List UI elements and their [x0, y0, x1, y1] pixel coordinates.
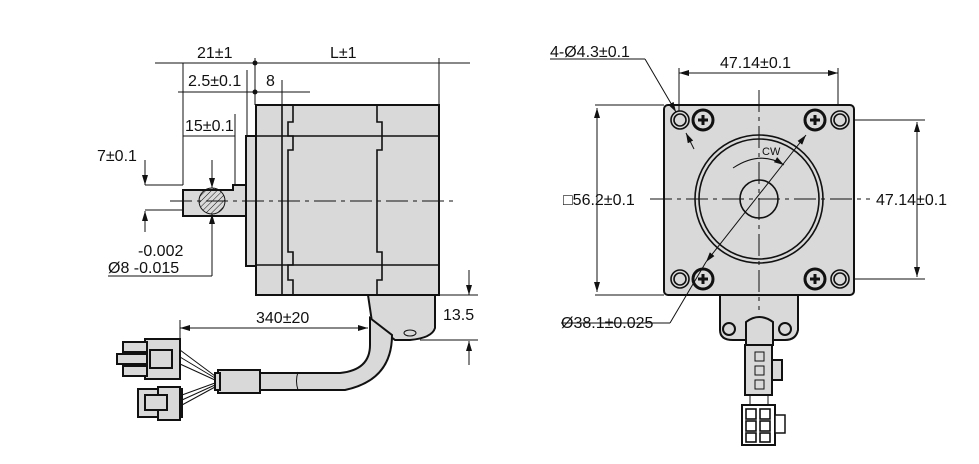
- rotation-label: CW: [762, 146, 781, 158]
- front-view: CW 4-Ø4.3±0.1 47.14±0.1 □56.2±0.1 47.14±…: [550, 44, 947, 446]
- dim-shaft-diameter: Ø8 -0.015: [108, 260, 179, 277]
- dim-hole-spacing-horizontal: 47.14±0.1: [720, 55, 791, 72]
- dim-flat-depth: 7±0.1: [97, 148, 137, 165]
- motor-body: [255, 104, 440, 296]
- cable-sleeve: [217, 369, 261, 394]
- dim-flat-length: 15±0.1: [185, 118, 234, 135]
- connector-plug-2: [137, 386, 183, 421]
- side-view: 21±1 L±1 2.5±0.1 8 15±0.1 7±0.1 -0.002 Ø…: [97, 45, 478, 421]
- dim-shaft-length-total: 21±1: [197, 45, 233, 62]
- dim-offset: 8: [266, 73, 275, 90]
- dim-shaft-tol-upper: -0.002: [138, 243, 183, 260]
- screws: [691, 108, 827, 291]
- dim-square-size: □56.2±0.1: [563, 192, 635, 209]
- wires: [179, 349, 216, 406]
- dim-body-length: L±1: [330, 45, 357, 62]
- dim-mount-holes: 4-Ø4.3±0.1: [550, 44, 630, 61]
- front-dimension-lines: [550, 58, 925, 324]
- mounting-holes: [670, 110, 850, 289]
- dim-cable-length: 340±20: [256, 310, 309, 327]
- dim-flange-thickness: 2.5±0.1: [188, 73, 241, 90]
- dim-pilot-diameter: Ø38.1±0.025: [561, 315, 654, 332]
- dim-connector-height: 13.5: [443, 307, 474, 324]
- connector-plug-1: [116, 338, 181, 380]
- cable: [259, 315, 394, 391]
- side-dimension-lines: [108, 58, 478, 365]
- dim-hole-spacing-vertical: 47.14±0.1: [876, 192, 947, 209]
